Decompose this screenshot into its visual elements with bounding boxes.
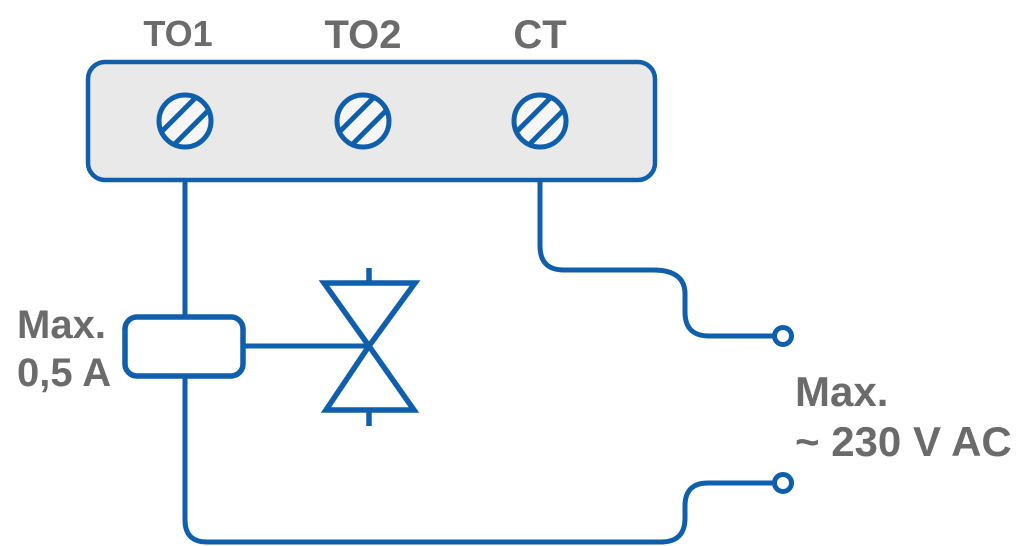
terminal-label-to1: TO1 bbox=[143, 13, 212, 54]
connection-point-icon bbox=[772, 325, 794, 347]
wire-to1-to-connection bbox=[182, 180, 774, 545]
fuse-box-icon bbox=[122, 314, 246, 379]
supply-rating-line2: ~ 230 V AC bbox=[795, 418, 1012, 465]
screw-terminal-icon bbox=[511, 92, 569, 150]
wire-ct-to-connection bbox=[537, 180, 774, 339]
terminal-label-to2: TO2 bbox=[324, 13, 401, 57]
screw-terminal-icon bbox=[334, 92, 392, 150]
valve-icon bbox=[318, 268, 421, 426]
screw-terminal-icon bbox=[156, 92, 214, 150]
terminal-label-ct: CT bbox=[513, 13, 566, 57]
connection-point-icon bbox=[772, 472, 794, 494]
fuse-rating-line1: Max. bbox=[17, 303, 106, 347]
supply-rating-line1: Max. bbox=[795, 368, 888, 415]
fuse-rating-line2: 0,5 A bbox=[17, 351, 111, 395]
terminal-block bbox=[85, 59, 658, 183]
